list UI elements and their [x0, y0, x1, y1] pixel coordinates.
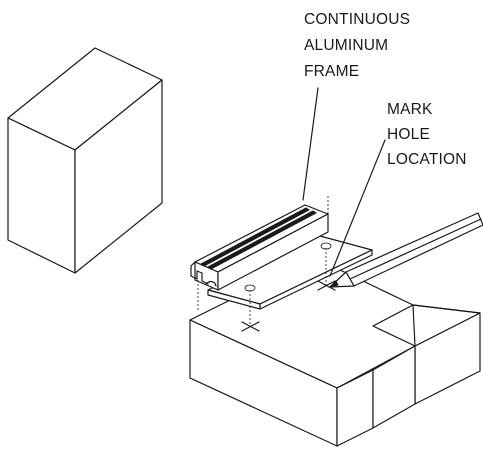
frame-callout: CONTINUOUS ALUMINUM FRAME: [304, 11, 415, 80]
frame-callout-line-2: ALUMINUM: [304, 37, 388, 54]
hole-marks: [241, 280, 336, 332]
aluminum-frame: [190, 196, 373, 326]
frame-callout-line-3: FRAME: [304, 63, 359, 80]
mark-callout-line-1: MARK: [387, 101, 433, 118]
mark-callout-line-2: HOLE: [387, 126, 430, 143]
loose-block: [7, 47, 163, 274]
hole-mark-2: [317, 280, 336, 291]
gasket-strip: [200, 207, 310, 267]
pencil: [328, 212, 483, 288]
mark-leader-line: [329, 139, 386, 277]
base-block: [189, 257, 481, 447]
hole-mark-1: [241, 321, 260, 332]
mark-callout-line-3: LOCATION: [387, 151, 467, 168]
frame-callout-line-1: CONTINUOUS: [304, 11, 410, 28]
mark-callout: MARK HOLE LOCATION: [387, 101, 467, 168]
frame-leader-line: [302, 87, 319, 201]
